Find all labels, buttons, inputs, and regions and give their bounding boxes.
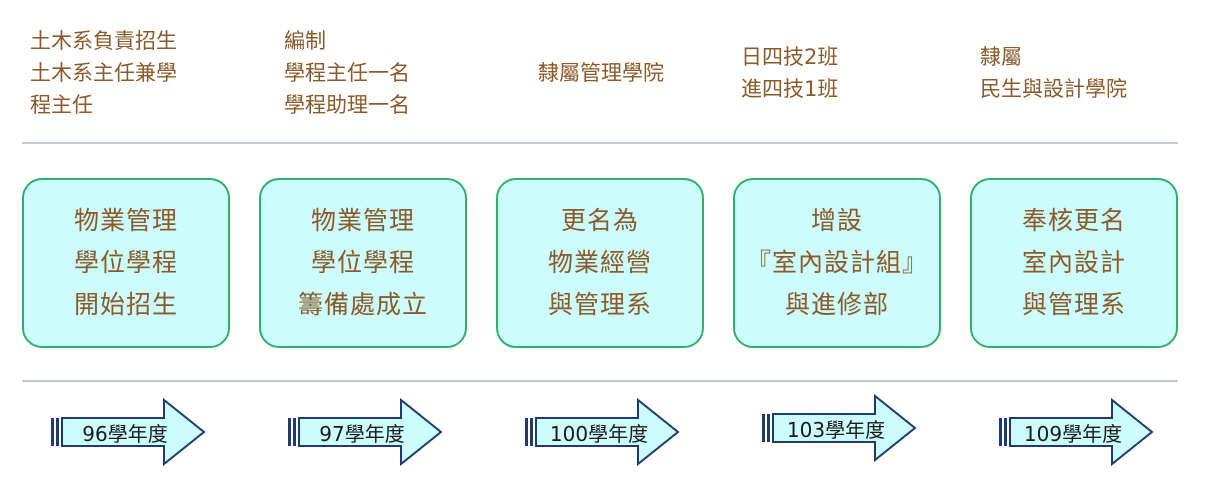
divider-top — [22, 142, 1178, 144]
note-line: 進四技1班 — [741, 77, 839, 101]
box-line: 與進修部 — [784, 290, 889, 319]
note-line: 隸屬 — [980, 45, 1022, 69]
arrow-right-icon — [525, 397, 680, 467]
arrow-right-icon — [288, 397, 443, 467]
milestone-note-2: 編制 學程主任一名 學程助理一名 — [284, 0, 494, 146]
arrow-right-icon — [999, 397, 1154, 467]
box-line: 物業管理 — [73, 206, 178, 235]
year-arrow-5: 109學年度 — [996, 396, 1156, 468]
box-line: 更名為 — [560, 206, 639, 235]
note-line: 編制 — [284, 29, 326, 53]
milestone-box-3: 更名為 物業經營 與管理系 — [496, 178, 704, 348]
year-arrow-3: 100學年度 — [522, 396, 682, 468]
box-line: 與管理系 — [547, 290, 652, 319]
year-arrow-1: 96學年度 — [48, 396, 208, 468]
year-label: 97學年度 — [319, 421, 405, 446]
divider-bottom — [22, 380, 1178, 382]
year-label: 96學年度 — [82, 421, 168, 446]
box-line: 籌備處成立 — [297, 290, 428, 319]
box-line: 學位學程 — [310, 248, 415, 277]
box-line: 物業經營 — [547, 248, 652, 277]
milestone-note-4: 日四技2班 進四技1班 — [741, 0, 951, 146]
milestone-note-3: 隸屬管理學院 — [538, 0, 748, 146]
box-line: 『室內設計組』 — [745, 248, 928, 277]
year-arrow-4: 103學年度 — [759, 392, 919, 464]
milestone-box-5: 奉核更名 室內設計 與管理系 — [970, 178, 1178, 348]
arrow-right-icon — [51, 397, 206, 467]
year-label: 103學年度 — [786, 417, 886, 442]
note-line: 學程主任一名 — [284, 61, 410, 85]
box-line: 開始招生 — [73, 290, 178, 319]
milestone-note-1: 土木系負責招生 土木系主任兼學 程主任 — [30, 0, 240, 146]
year-label: 109學年度 — [1023, 421, 1123, 446]
box-line: 與管理系 — [1021, 290, 1126, 319]
milestone-note-5: 隸屬 民生與設計學院 — [980, 0, 1190, 146]
note-line: 土木系負責招生 — [30, 29, 177, 53]
arrow-right-icon — [762, 393, 917, 463]
note-line: 隸屬管理學院 — [538, 61, 664, 85]
note-line: 程主任 — [30, 93, 93, 117]
note-line: 學程助理一名 — [284, 93, 410, 117]
box-line: 增設 — [810, 206, 863, 235]
milestone-box-4: 增設 『室內設計組』 與進修部 — [733, 178, 941, 348]
milestone-box-2: 物業管理 學位學程 籌備處成立 — [259, 178, 467, 348]
year-arrow-2: 97學年度 — [285, 396, 445, 468]
note-line: 土木系主任兼學 — [30, 61, 177, 85]
box-line: 室內設計 — [1021, 248, 1126, 277]
milestone-box-1: 物業管理 學位學程 開始招生 — [22, 178, 230, 348]
note-line: 民生與設計學院 — [980, 77, 1127, 101]
year-label: 100學年度 — [549, 421, 649, 446]
box-line: 學位學程 — [73, 248, 178, 277]
note-line: 日四技2班 — [741, 45, 839, 69]
box-line: 奉核更名 — [1021, 206, 1126, 235]
box-line: 物業管理 — [310, 206, 415, 235]
